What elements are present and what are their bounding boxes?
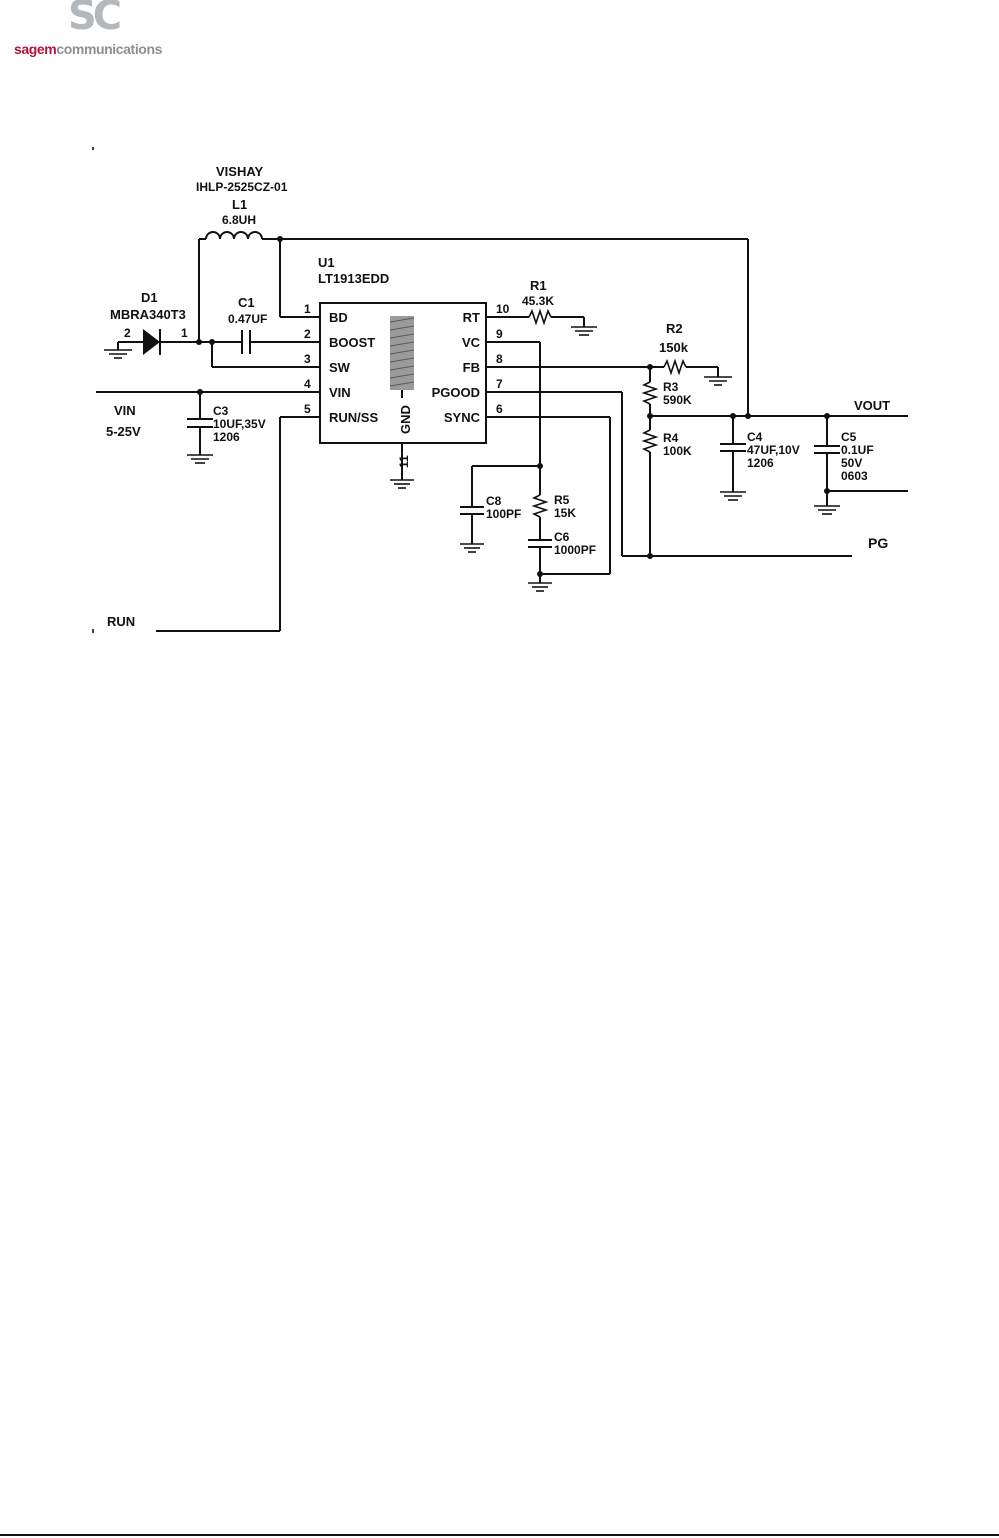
net-vin: VIN [114,403,136,418]
pin-number: 9 [496,327,503,341]
capacitor-c3: C3 10UF,35V 1206 [187,392,266,455]
ground-icon [187,455,213,463]
net-run: RUN [107,614,135,629]
c4-size: 1206 [747,456,774,470]
ground-icon [104,350,132,358]
c3-size: 1206 [213,430,240,444]
r2-ref: R2 [666,321,683,336]
resistor-icon [529,311,551,323]
c8-value: 100PF [486,507,521,521]
pin-number: 1 [304,302,311,316]
c6-ref: C6 [554,530,570,544]
pin-number: 8 [496,352,503,366]
d1-part: MBRA340T3 [110,307,186,322]
pin-number: 10 [496,302,510,316]
resistor-r1: R1 45.3K [512,278,584,327]
r4-value: 100K [663,444,692,458]
ground-icon [528,583,552,591]
pin-name: VIN [329,385,351,400]
pin-name: RT [463,310,480,325]
diode-icon [143,329,160,355]
ground-icon [390,480,414,488]
ic-gnd-label: GND [398,405,413,434]
c5-ref: C5 [841,430,857,444]
d1-pin-k: 1 [181,326,188,340]
inductor-icon [206,232,262,239]
c5-value: 0.1UF [841,443,874,457]
ic-u1: GND U1 LT1913EDD 1 2 3 4 5 BD BOOST SW V… [296,255,512,480]
circuit-schematic: GND U1 LT1913EDD 1 2 3 4 5 BD BOOST SW V… [0,0,999,700]
pin-name: VC [462,335,481,350]
r2-value: 150k [659,340,689,355]
resistor-icon [644,430,656,452]
c5-size: 0603 [841,469,868,483]
c1-ref: C1 [238,295,255,310]
gnd-pin-number: 11 [397,455,411,468]
r5-value: 15K [554,506,576,520]
pin-number: 2 [304,327,311,341]
l1-vendor: VISHAY [216,164,264,179]
pin-number: 4 [304,377,311,391]
pin-number: 5 [304,402,311,416]
diode-d1: D1 MBRA340T3 2 1 [110,290,199,355]
resistor-r3: R3 590K [644,367,692,430]
pin-name: BD [329,310,348,325]
l1-ref: L1 [232,197,247,212]
pin-name: BOOST [329,335,375,350]
c3-value: 10UF,35V [213,417,266,431]
c1-value: 0.47UF [228,312,267,326]
ground-icon [704,377,732,385]
capacitor-c1: C1 0.47UF [228,295,296,354]
pin-number: 3 [304,352,311,366]
pin-number: 6 [496,402,503,416]
r3-value: 590K [663,393,692,407]
resistor-r4: R4 100K [644,430,692,556]
net-vout: VOUT [854,398,890,413]
ground-icon [720,492,746,500]
r1-value: 45.3K [522,294,554,308]
c8-ref: C8 [486,494,502,508]
c4-ref: C4 [747,430,763,444]
ground-icon [814,506,840,514]
pin-name: PGOOD [432,385,480,400]
capacitor-c8: C8 100PF [460,494,521,544]
ic-part: LT1913EDD [318,271,389,286]
d1-pin-a: 2 [124,326,131,340]
d1-ref: D1 [141,290,158,305]
r5-ref: R5 [554,493,570,507]
capacitor-c4: C4 47UF,10V 1206 [720,416,800,492]
resistor-icon [644,382,656,404]
r1-ref: R1 [530,278,547,293]
pin-name: SYNC [444,410,481,425]
pin-name: RUN/SS [329,410,378,425]
r4-ref: R4 [663,431,679,445]
resistor-icon [534,495,546,517]
r3-ref: R3 [663,380,679,394]
l1-value: 6.8UH [222,213,256,227]
resistor-r2: R2 150k [659,321,718,377]
ground-icon [571,327,597,335]
c3-ref: C3 [213,404,229,418]
inductor-l1: VISHAY IHLP-2525CZ-01 L1 6.8UH [196,164,288,239]
pin-name: SW [329,360,351,375]
net-pg: PG [868,535,888,551]
c5-voltage: 50V [841,456,862,470]
l1-part: IHLP-2525CZ-01 [196,180,288,194]
capacitor-c5: C5 0.1UF 50V 0603 [814,416,874,506]
pin-name: FB [463,360,480,375]
page-footer-rule [0,1534,999,1536]
resistor-icon [664,361,686,373]
ic-ref: U1 [318,255,335,270]
pin-number: 7 [496,377,503,391]
c4-value: 47UF,10V [747,443,800,457]
c6-value: 1000PF [554,543,596,557]
ground-icon [460,544,484,552]
net-vin-range: 5-25V [106,424,141,439]
